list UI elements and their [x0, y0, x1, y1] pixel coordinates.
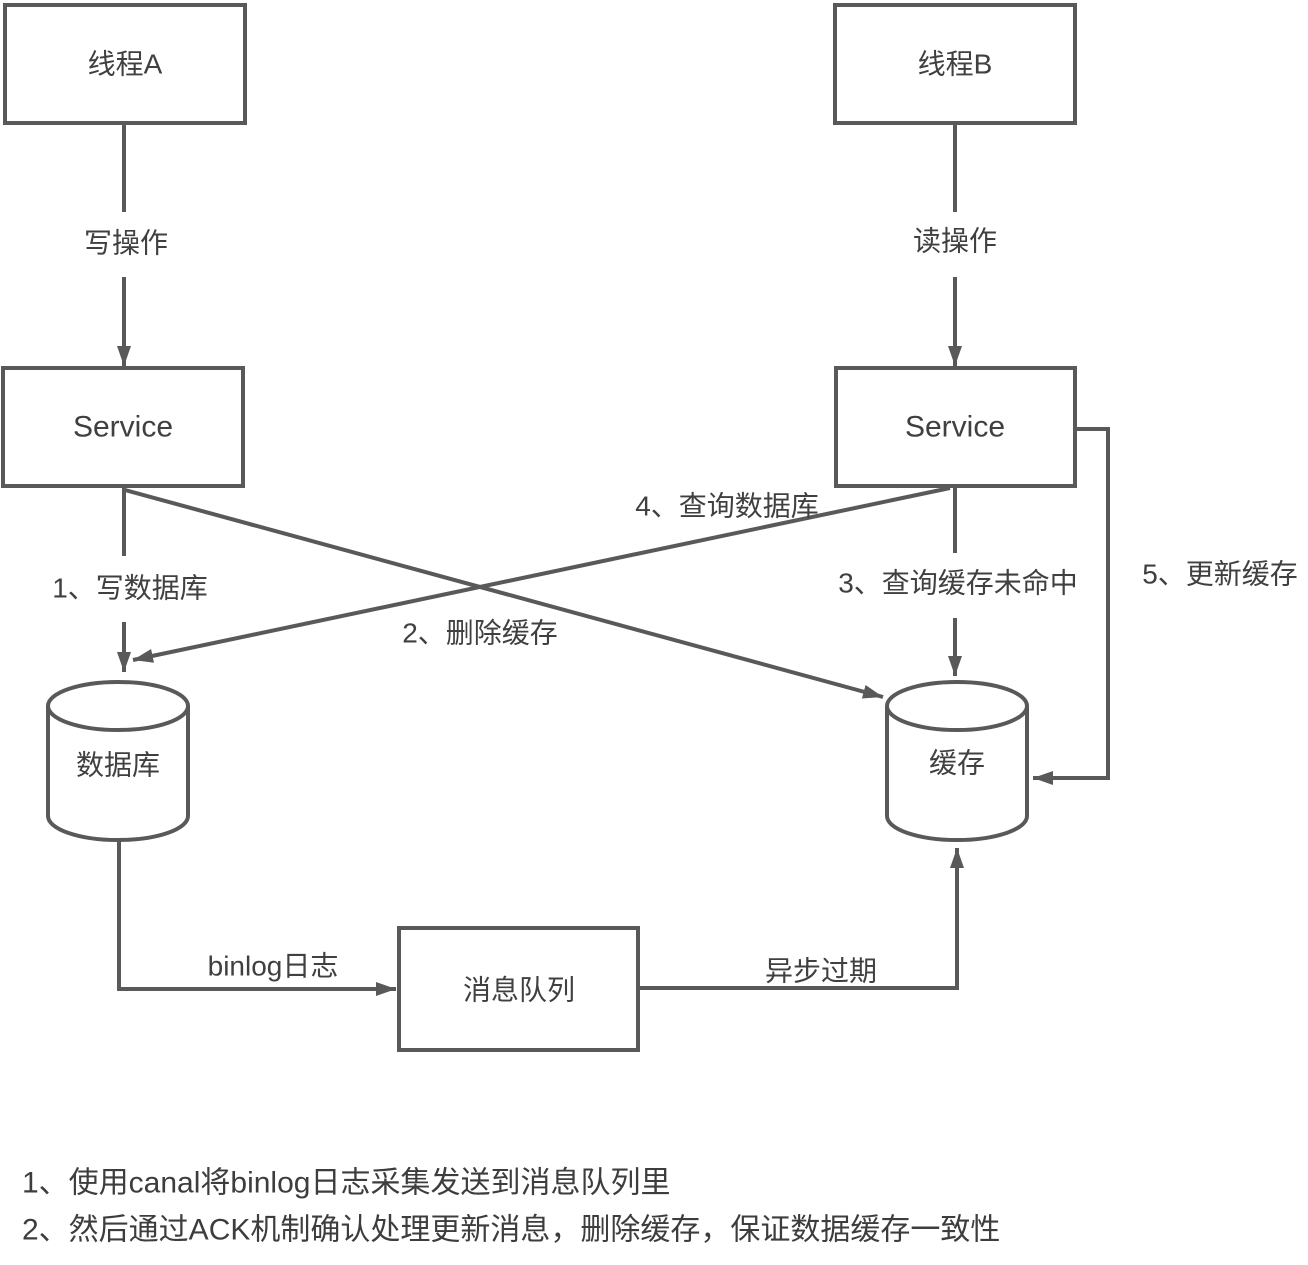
edge-label-query-cache-miss: 3、查询缓存未命中 [838, 568, 1078, 599]
node-service-b: Service [834, 366, 1077, 488]
edge-write-db: 1、写数据库 [52, 486, 208, 672]
database-cylinder-top [46, 680, 190, 732]
edge-read-op: 读操作 [913, 123, 997, 366]
node-message-queue-label: 消息队列 [463, 975, 575, 1006]
node-service-a-label: Service [73, 411, 173, 444]
edge-query-cache-miss: 3、查询缓存未命中 [838, 486, 1078, 676]
edge-label-write-db: 1、写数据库 [52, 573, 208, 604]
node-service-b-label: Service [905, 411, 1005, 444]
node-thread-b-label: 线程B [918, 49, 993, 80]
edge-binlog: binlog日志 [117, 840, 396, 996]
node-thread-b: 线程B [833, 3, 1077, 125]
edge-label-async-expire: 异步过期 [765, 956, 877, 987]
edge-label-query-db: 4、查询数据库 [635, 491, 819, 522]
node-message-queue: 消息队列 [397, 926, 640, 1052]
node-database: 数据库 [46, 680, 190, 842]
edge-delete-cache: 2、删除缓存 [124, 488, 884, 699]
edge-label-delete-cache: 2、删除缓存 [402, 618, 558, 649]
node-service-a: Service [1, 366, 245, 488]
node-cache: 缓存 [885, 680, 1029, 842]
edge-query-db: 4、查询数据库 [132, 486, 951, 663]
footnote-line2: 2、然后通过ACK机制确认处理更新消息，删除缓存，保证数据缓存一致性 [22, 1214, 1000, 1247]
edge-label-read-op: 读操作 [913, 226, 997, 257]
edge-async-expire: 异步过期 [638, 848, 964, 990]
node-thread-a: 线程A [3, 3, 247, 125]
node-database-label: 数据库 [76, 750, 160, 781]
edge-update-cache: 5、更新缓存 [1033, 427, 1298, 785]
cache-cylinder-top [885, 680, 1029, 732]
footnote-line1: 1、使用canal将binlog日志采集发送到消息队列里 [22, 1167, 670, 1200]
edge-label-binlog: binlog日志 [208, 951, 339, 982]
edge-write-op: 写操作 [84, 123, 168, 366]
edge-label-write-op: 写操作 [84, 228, 168, 259]
node-thread-a-label: 线程A [88, 49, 163, 80]
node-cache-label: 缓存 [929, 748, 985, 779]
edge-label-update-cache: 5、更新缓存 [1142, 559, 1298, 590]
